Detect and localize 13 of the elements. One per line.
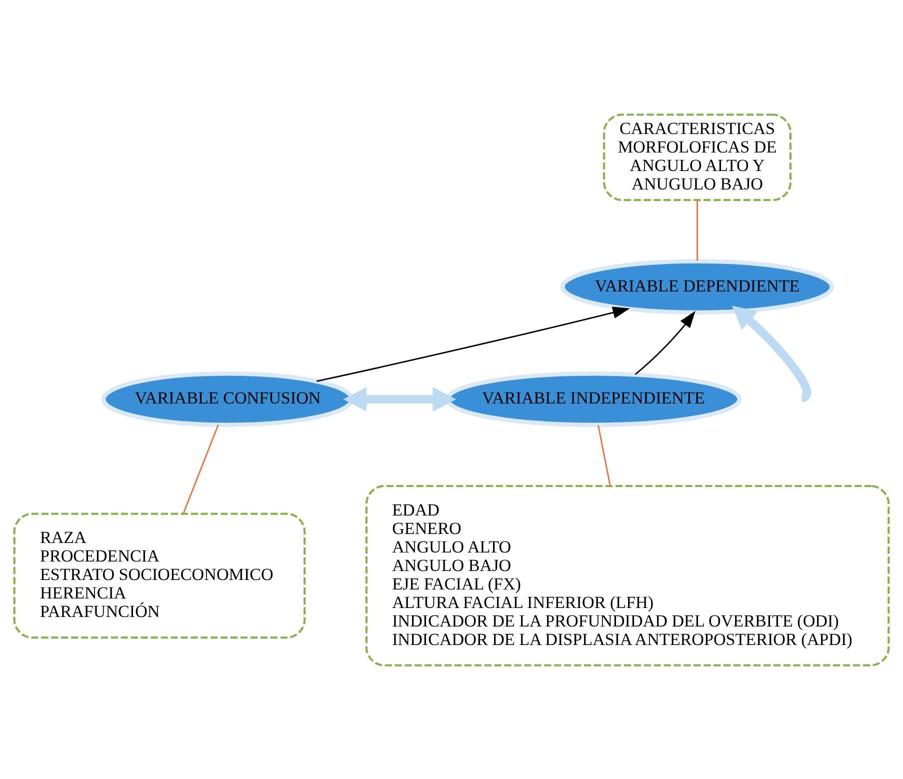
node-box: EDAD GENERO ANGULO ALTO ANGULO BAJO EJE FACIAL (FX) ALTURA FACIAL INFERIOR (LFH) INDICADOR DE LA PROFUNDIDAD DEL OVERBITE (ODI) INDICADOR DE LA DISPLASIA ANTEROPOSTERIOR (APDI) xyxy=(365,484,890,666)
node-box: RAZA PROCEDENCIA ESTRATO SOCIOECONOMICO HERENCIA PARAFUNCIÓN xyxy=(13,512,306,638)
connector xyxy=(696,200,698,260)
connector xyxy=(182,424,219,514)
node-ellipse: VARIABLE DEPENDIENTE xyxy=(560,258,834,314)
node-ellipse: VARIABLE CONFUSION xyxy=(101,371,354,426)
arrow xyxy=(634,310,696,374)
node-box: CARACTERISTICAS MORFOLOFICAS DE ANGULO ALTO Y ANUGULO BAJO xyxy=(603,113,792,201)
arrow xyxy=(732,305,812,402)
node-ellipse: VARIABLE INDEPENDIENTE xyxy=(445,371,742,426)
arrow xyxy=(343,386,456,412)
arrow xyxy=(316,306,630,382)
connector xyxy=(598,424,611,486)
